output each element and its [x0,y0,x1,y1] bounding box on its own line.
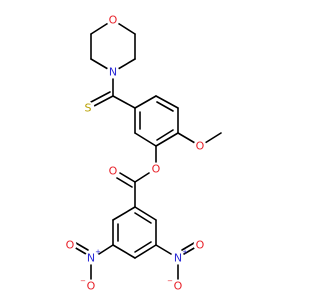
atom-background [149,162,163,176]
bond [134,244,157,259]
atom-methoxy-o: O [193,139,207,153]
bond [156,101,174,112]
atom-morpholine-n: N [106,65,120,79]
atom-symbol: N [87,252,95,265]
atom-background [171,251,185,265]
bond [116,177,133,188]
bond [155,95,179,109]
atom-symbol: O [174,280,183,293]
atom-symbol: O [87,280,96,293]
atom-symbol: O [109,14,118,27]
atom-nitro1-n: N+ [84,248,101,265]
atom-symbol: N [174,252,182,265]
atom-charge: + [182,248,188,256]
atom-symbol: S [85,102,92,115]
atom-charge: + [95,248,101,256]
atom-background [106,65,120,79]
atom-background [193,238,207,252]
atom-background [106,164,120,178]
atom-background [171,279,185,293]
atom-thio-s: S [81,101,95,115]
bond [134,212,152,224]
bond [134,206,157,221]
atom-symbol: O [196,140,205,153]
bond [134,172,150,183]
atom-background [84,251,98,265]
atom-ester-o: O [149,162,163,176]
atom-symbol: O [152,163,161,176]
atom-nitro2-n: N+ [171,248,188,265]
atom-background [63,238,77,252]
atom-symbol: N [109,66,117,79]
atom-symbol: O [66,239,75,252]
bonds [73,19,222,281]
bond [75,242,89,251]
atom-charge: − [167,277,173,285]
bond [134,132,157,147]
bond [134,95,157,109]
atom-carbonyl-o: O [106,164,120,178]
atom-nitro2-o-single: O− [167,277,185,293]
bond [73,246,87,255]
bond [134,241,152,253]
bond [204,132,222,144]
bond [112,95,136,109]
bond [183,246,197,255]
bond [112,244,136,259]
bond [155,132,179,147]
bond [119,172,136,183]
bond [156,129,174,141]
atom-background [84,279,98,293]
bond [155,244,172,255]
atom-morpholine-o: O [106,13,120,27]
atom-charge: − [80,277,86,285]
bond [93,95,114,107]
bond [112,206,136,221]
bond [181,242,195,251]
atom-nitro2-o-double: O [193,238,207,252]
atom-nitro1-o-double: O [63,238,77,252]
bond [177,132,196,144]
atom-symbol: O [196,239,205,252]
atom-background [81,101,95,115]
bond [98,244,114,255]
bond [90,91,111,103]
atom-background [193,139,207,153]
atom-symbol: O [109,165,118,178]
atom-nitro1-o-single: O− [80,277,98,293]
atom-background [106,13,120,27]
